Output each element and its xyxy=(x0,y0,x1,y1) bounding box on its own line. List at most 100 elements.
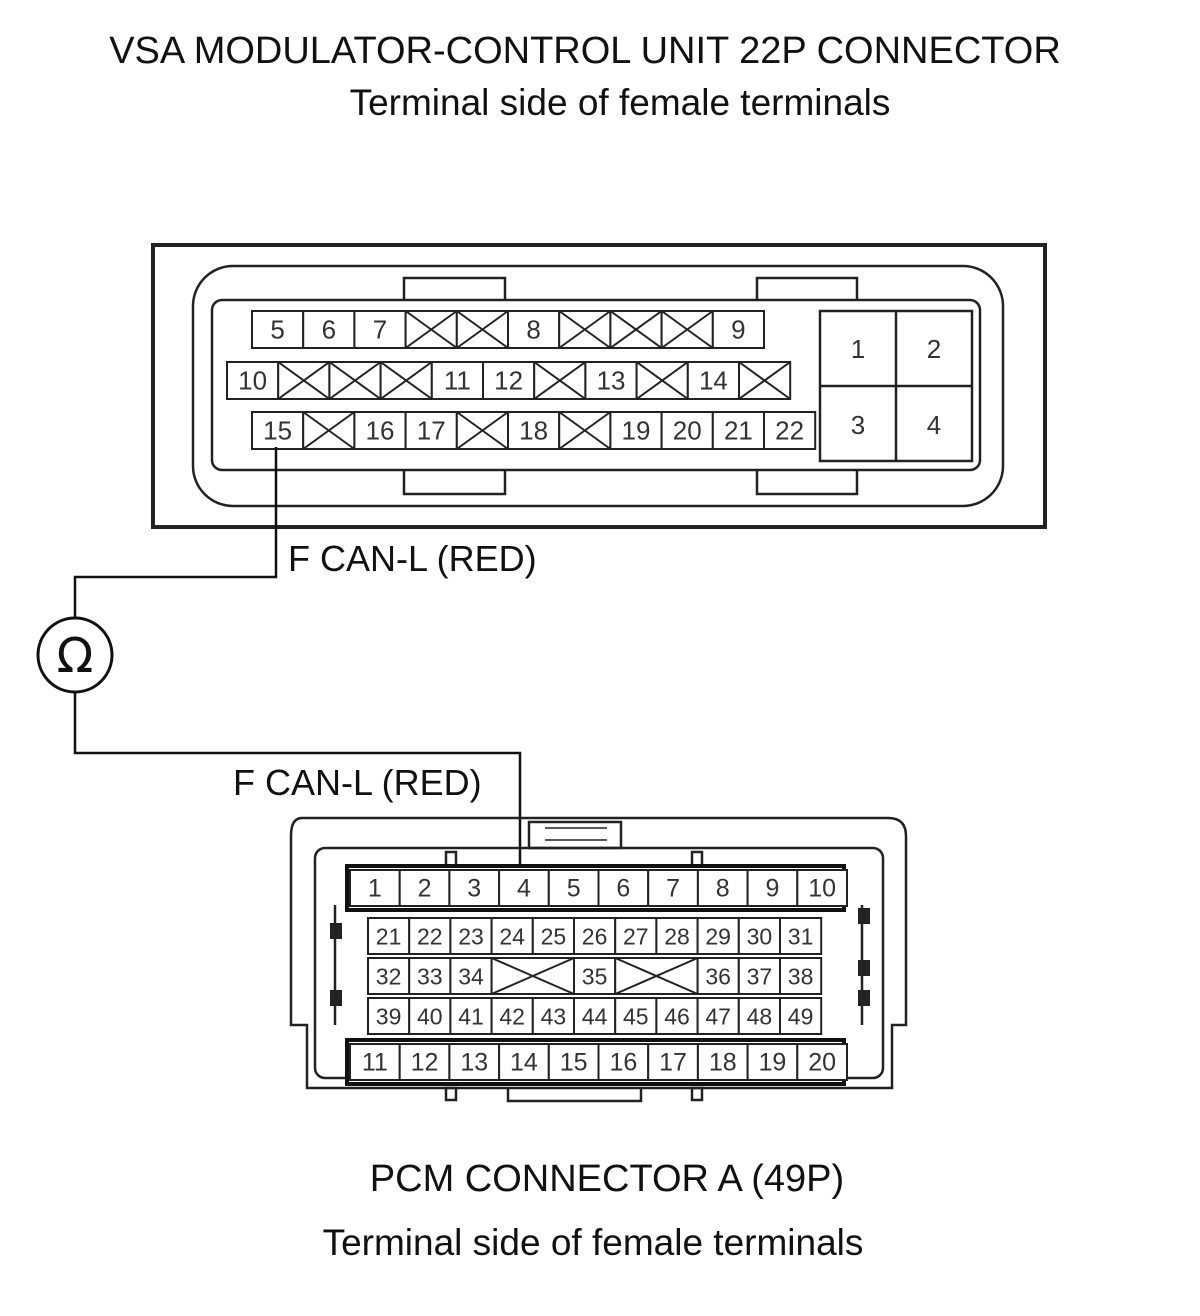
terminal-number: 28 xyxy=(664,924,690,950)
bottom-terminal: 26 xyxy=(573,917,617,955)
terminal-number: 48 xyxy=(747,1004,773,1030)
probe-wire xyxy=(73,447,522,868)
terminal-number: 10 xyxy=(808,875,836,903)
top-terminal: 11 xyxy=(430,361,484,400)
bottom-terminal: 39 xyxy=(367,997,411,1035)
terminal-number: 39 xyxy=(376,1004,402,1030)
bottom-terminal: 1 xyxy=(349,869,401,907)
terminal-number: 21 xyxy=(376,924,402,950)
terminal-number: 22 xyxy=(417,924,443,950)
bottom-terminal: 34 xyxy=(449,957,493,995)
top-terminal: 5 xyxy=(251,310,305,349)
bottom-terminal: 29 xyxy=(696,917,740,955)
terminal-number: 41 xyxy=(458,1004,484,1030)
top-terminal: 20 xyxy=(660,411,714,450)
top-terminal: 19 xyxy=(609,411,663,450)
top-terminal: 7 xyxy=(353,310,407,349)
bottom-connector-title: PCM CONNECTOR A (49P) xyxy=(369,1158,845,1200)
top-terminal: 22 xyxy=(763,411,817,450)
bottom-terminal: 41 xyxy=(449,997,493,1035)
bottom-terminal: 49 xyxy=(779,997,823,1035)
terminal-number: 23 xyxy=(458,924,484,950)
terminal-number: 1 xyxy=(368,875,382,903)
terminal-number: 40 xyxy=(417,1004,443,1030)
terminal-number: 37 xyxy=(747,964,773,990)
terminal-number: 6 xyxy=(616,875,630,903)
bottom-terminal: 27 xyxy=(614,917,658,955)
top-terminal: 16 xyxy=(353,411,407,450)
top-cavity-blank xyxy=(558,310,612,349)
bottom-terminal: 14 xyxy=(498,1043,550,1081)
bottom-terminal: 12 xyxy=(398,1043,451,1081)
terminal-number: 38 xyxy=(788,964,814,990)
top-cavity-blank xyxy=(379,361,433,400)
top-cavity-blank xyxy=(609,310,663,349)
terminal-number: 13 xyxy=(597,365,626,395)
bottom-terminal: 22 xyxy=(408,917,452,955)
top-terminal: 10 xyxy=(226,361,280,400)
terminal-number: 17 xyxy=(659,1049,687,1077)
terminal-number: 35 xyxy=(582,964,608,990)
bottom-terminal: 46 xyxy=(655,997,699,1035)
terminal-number: 12 xyxy=(494,365,523,395)
top-cavity-blank xyxy=(558,411,612,450)
bottom-terminal: 13 xyxy=(448,1043,501,1081)
top-cavity-blank xyxy=(738,361,792,400)
terminal-number: 8 xyxy=(526,314,540,344)
bottom-terminal: 31 xyxy=(779,917,823,955)
terminal-number: 4 xyxy=(517,875,531,903)
terminal-number: 49 xyxy=(788,1004,814,1030)
terminal-number: 7 xyxy=(666,875,680,903)
top-cavity-blank xyxy=(404,310,458,349)
top-cavity-blank xyxy=(635,361,689,400)
large-terminal-1: 1 xyxy=(851,334,865,364)
top-cavity-blank xyxy=(277,361,331,400)
terminal-number: 16 xyxy=(609,1049,637,1077)
bottom-terminal: 35 xyxy=(573,957,617,995)
top-terminal: 18 xyxy=(507,411,561,450)
terminal-number: 19 xyxy=(759,1049,787,1077)
top-terminal: 12 xyxy=(482,361,536,400)
terminal-number: 9 xyxy=(765,875,779,903)
terminal-number: 22 xyxy=(775,415,804,445)
terminal-number: 15 xyxy=(263,415,292,445)
bottom-terminal: 48 xyxy=(737,997,781,1035)
terminal-number: 26 xyxy=(582,924,608,950)
large-terminal-4: 4 xyxy=(927,410,941,440)
wire-top-label: F CAN-L (RED) xyxy=(288,538,537,579)
bottom-terminal: 37 xyxy=(737,957,781,995)
terminal-number: 24 xyxy=(499,924,525,950)
bottom-terminal: 23 xyxy=(449,917,493,955)
bottom-terminal: 36 xyxy=(696,957,740,995)
terminal-number: 16 xyxy=(366,415,395,445)
terminal-number: 15 xyxy=(560,1049,588,1077)
terminal-number: 27 xyxy=(623,924,649,950)
terminal-number: 33 xyxy=(417,964,443,990)
bottom-terminal: 47 xyxy=(696,997,740,1035)
bottom-terminal: 10 xyxy=(796,869,848,907)
top-connector-subtitle: Terminal side of female terminals xyxy=(349,82,891,123)
terminal-number: 32 xyxy=(376,964,402,990)
terminal-number: 34 xyxy=(458,964,484,990)
bottom-terminal: 15 xyxy=(547,1043,600,1081)
bottom-terminal: 5 xyxy=(547,869,600,907)
terminal-number: 14 xyxy=(699,365,728,395)
terminal-number: 19 xyxy=(622,415,651,445)
terminal-number: 6 xyxy=(322,314,336,344)
terminal-number: 25 xyxy=(541,924,567,950)
terminal-number: 3 xyxy=(467,875,481,903)
terminal-number: 47 xyxy=(705,1004,731,1030)
ohmmeter-icon: Ω xyxy=(36,616,114,694)
top-terminal: 6 xyxy=(302,310,356,349)
bottom-terminal: 45 xyxy=(614,997,658,1035)
terminal-number: 21 xyxy=(724,415,753,445)
terminal-number: 11 xyxy=(362,1049,388,1077)
top-terminal: 17 xyxy=(404,411,458,450)
terminal-number: 5 xyxy=(567,875,581,903)
top-terminal: 9 xyxy=(711,310,765,349)
top-connector-housing xyxy=(151,243,1047,529)
terminal-number: 18 xyxy=(519,415,548,445)
terminal-number: 5 xyxy=(270,314,284,344)
